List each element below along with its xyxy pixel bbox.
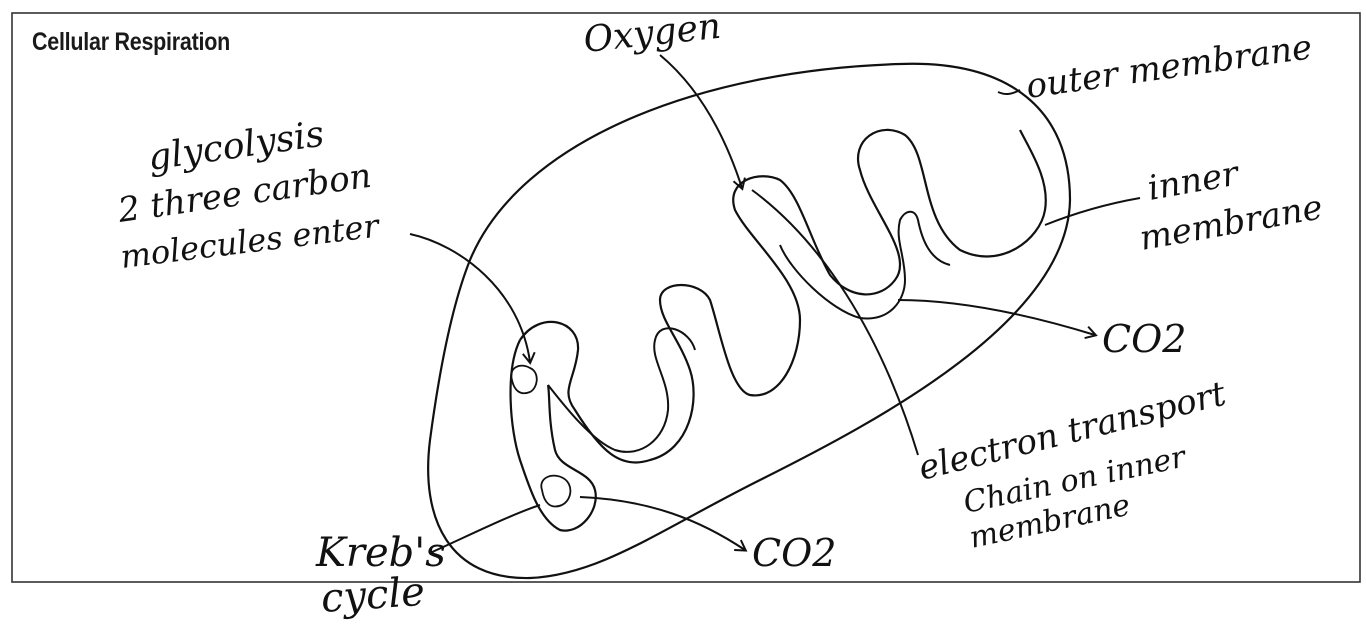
glycolysis-blob [511, 366, 537, 394]
label-krebs-2: cycle [319, 569, 426, 622]
co2-right-arrow [898, 300, 1095, 335]
inner-membrane-pointer [1045, 198, 1140, 225]
oxygen-arrow [660, 55, 742, 188]
label-co2-bottom: CO2 [752, 531, 836, 575]
krebs-pointer [430, 505, 540, 553]
inner-membrane-fold-2 [548, 328, 695, 452]
label-outer-membrane: outer membrane [1024, 27, 1315, 107]
outer-membrane-pointer [998, 90, 1020, 94]
co2-bottom-arrow [580, 497, 745, 550]
etc-pointer [752, 190, 918, 455]
label-inner-membrane-1: inner [1145, 153, 1243, 209]
inner-membrane-lower [511, 340, 596, 531]
inner-membrane-folds [520, 130, 1046, 463]
label-co2-right: CO2 [1102, 317, 1186, 361]
label-krebs-1: Kreb's [315, 530, 446, 576]
label-oxygen: Oxygen [582, 6, 723, 61]
page-title: Cellular Respiration [32, 28, 230, 57]
glycolysis-arrow [410, 234, 530, 362]
krebs-blob [541, 476, 570, 507]
inner-membrane-fold-3 [780, 212, 950, 319]
